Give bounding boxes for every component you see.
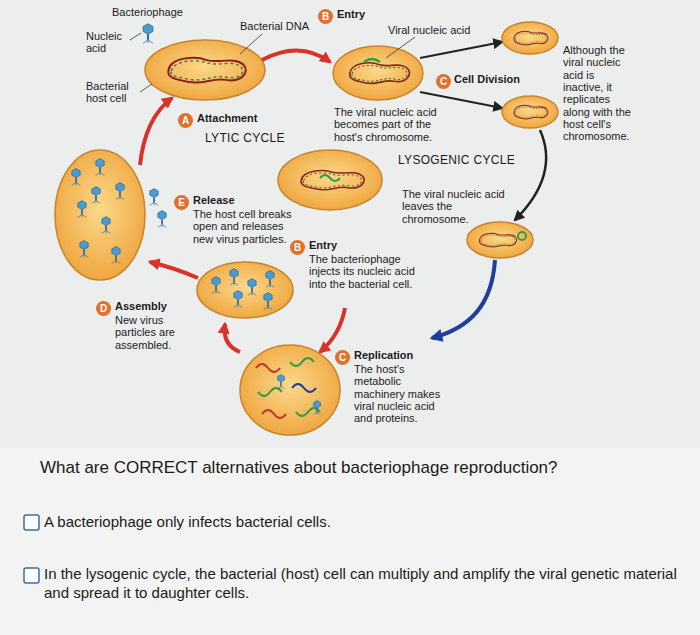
callout-letter: E [174, 195, 189, 210]
cycle-name: LYSOGENIC CYCLE [398, 154, 515, 167]
answer-option: In the lysogenic cycle, the bacterial (h… [44, 565, 684, 603]
stage-heading: Entry [337, 8, 365, 20]
note-text: New virus particles are assembled. [115, 314, 187, 351]
part-label: Bacteriophage [112, 6, 183, 18]
question-text: What are CORRECT alternatives about bact… [40, 458, 690, 478]
stage-heading: Attachment [197, 112, 258, 124]
note-text: Although the viral nucleic acid is inact… [563, 44, 633, 143]
cycle-name: LYTIC CYCLE [205, 132, 285, 145]
part-label: Bacterial host cell [86, 80, 138, 105]
callout-letter: C [335, 350, 350, 365]
answer-option: A bacteriophage only infects bacterial c… [44, 513, 684, 532]
part-label: Viral nucleic acid [388, 24, 470, 36]
note-text: The host's metabolic machinery makes vir… [354, 363, 446, 425]
note-text: The viral nucleic acid leaves the chromo… [402, 188, 514, 225]
part-label: Bacterial DNA [240, 20, 309, 32]
callout-letter: B [290, 240, 305, 255]
stage-heading: Assembly [115, 300, 167, 312]
callout-letter: B [318, 9, 333, 24]
callout-letter: C [436, 74, 451, 89]
part-label: Nucleic acid [86, 30, 130, 55]
stage-heading: Release [193, 194, 235, 206]
stage-heading: Replication [354, 349, 413, 361]
note-text: The bacteriophage injects its nucleic ac… [309, 253, 417, 290]
stage-heading: Entry [309, 239, 337, 251]
stage-heading: Cell Division [454, 73, 520, 85]
note-text: The viral nucleic acid becomes part of t… [334, 106, 462, 143]
callout-letter: D [96, 301, 111, 316]
callout-letter: A [178, 113, 193, 128]
note-text: The host cell breaks open and releases n… [193, 208, 305, 245]
